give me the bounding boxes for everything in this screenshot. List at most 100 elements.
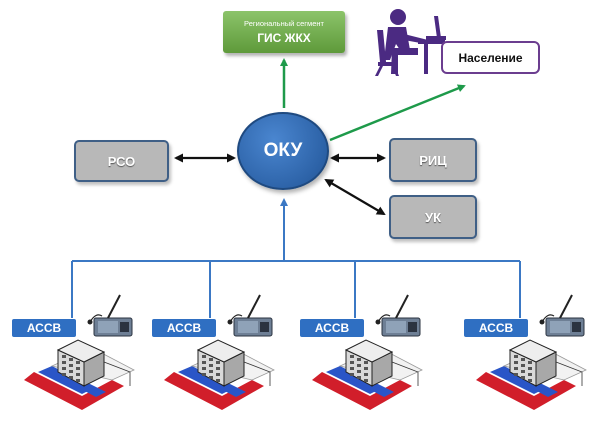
building-window (209, 376, 213, 379)
building-window (364, 367, 368, 370)
probe-cable (377, 314, 391, 323)
building-window (69, 376, 73, 379)
gis-subtitle: Региональный сегмент (244, 19, 324, 28)
floor-plan-red (312, 372, 412, 410)
building-window (350, 373, 354, 376)
building-window (521, 370, 525, 373)
floor-plan-red (24, 372, 124, 410)
ric-box: РИЦ (389, 138, 477, 182)
building-window (357, 358, 361, 361)
building-window (521, 376, 525, 379)
assv-label-4: АССВ (464, 319, 528, 337)
building-window (528, 361, 532, 364)
building-window (216, 379, 220, 382)
building-window (357, 370, 361, 373)
floor-plan-red (164, 372, 264, 410)
building-window (514, 355, 518, 358)
building-window (202, 361, 206, 364)
ric-label: РИЦ (419, 152, 447, 168)
building-window (209, 364, 213, 367)
building-window (62, 355, 66, 358)
building-window (514, 361, 518, 364)
building-window (69, 364, 73, 367)
site-group (24, 294, 135, 410)
building-window (202, 355, 206, 358)
probe-cable (541, 314, 555, 323)
wire-line (103, 361, 131, 386)
arrow-oku-uk (324, 178, 386, 216)
probe-cable (229, 314, 243, 323)
building-window (69, 370, 73, 373)
building-window (62, 373, 66, 376)
building-window (209, 370, 213, 373)
building-window (69, 358, 73, 361)
building-window (364, 361, 368, 364)
building-window (357, 364, 361, 367)
building-window (514, 367, 518, 370)
assv-label-3: АССВ (300, 319, 364, 337)
building-roof (196, 339, 246, 363)
site-group (476, 294, 587, 410)
building-window (76, 379, 80, 382)
building-roof (56, 339, 106, 363)
gis-segment-box: Региональный сегмент ГИС ЖКХ (223, 11, 345, 53)
arrow-oku-to-population (329, 84, 466, 142)
meter-device-panel (550, 321, 570, 333)
building-window (76, 373, 80, 376)
antenna-icon (395, 294, 409, 319)
assv-label-1: АССВ (12, 319, 76, 337)
building-window (528, 373, 532, 376)
wire-line (555, 361, 583, 386)
building-window (202, 367, 206, 370)
wire-line (391, 361, 419, 386)
building-window (364, 373, 368, 376)
population-label: Население (458, 50, 523, 65)
sites-layer (24, 294, 587, 410)
meter-device-panel (98, 321, 118, 333)
building-window (216, 367, 220, 370)
building-window (76, 367, 80, 370)
building-window (350, 355, 354, 358)
building-window (76, 361, 80, 364)
meter-device-display (120, 322, 129, 332)
uk-box: УК (389, 195, 477, 239)
building-roof (508, 339, 558, 363)
building-window (216, 361, 220, 364)
oku-center-node: ОКУ (237, 112, 329, 190)
meter-device-display (260, 322, 269, 332)
probe-cable (89, 314, 103, 323)
building-window (62, 367, 66, 370)
building-window (216, 373, 220, 376)
building-window (350, 361, 354, 364)
assv-label-2: АССВ (152, 319, 216, 337)
meter-device-display (408, 322, 417, 332)
antenna-icon (559, 294, 573, 319)
oku-label: ОКУ (263, 140, 303, 161)
building-window (521, 358, 525, 361)
meter-device-panel (238, 321, 258, 333)
building-window (62, 361, 66, 364)
building-window (202, 373, 206, 376)
bus-drops (71, 261, 521, 318)
wire-line (243, 361, 271, 386)
building-window (514, 373, 518, 376)
antenna-icon (247, 294, 261, 319)
gis-title: ГИС ЖКХ (257, 31, 311, 45)
antenna-icon (107, 294, 121, 319)
site-group (312, 294, 423, 410)
meter-device-display (572, 322, 581, 332)
rso-box: РСО (74, 140, 169, 182)
person-at-desk-icon (375, 9, 446, 76)
uk-label: УК (424, 209, 442, 225)
building-window (357, 376, 361, 379)
building-window (521, 364, 525, 367)
building-roof (344, 339, 394, 363)
building-window (364, 379, 368, 382)
building-window (350, 367, 354, 370)
population-box: Население (441, 41, 540, 74)
building-window (528, 379, 532, 382)
rso-label: РСО (107, 153, 136, 169)
site-group (164, 294, 275, 410)
